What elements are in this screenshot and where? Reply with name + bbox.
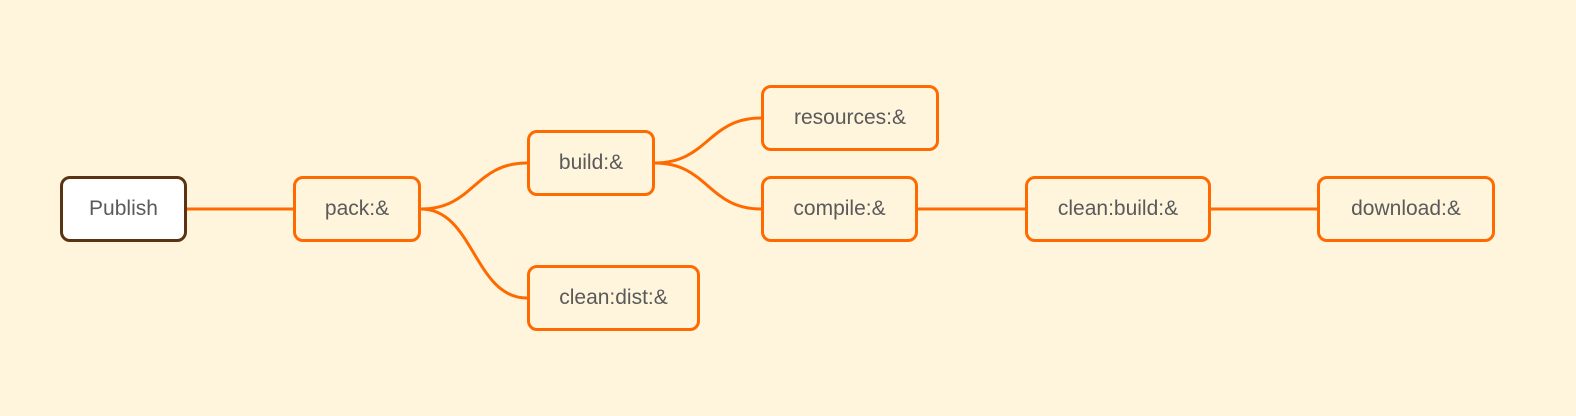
edge-build-to-compile xyxy=(654,161,762,211)
node-label: clean:dist:& xyxy=(559,286,668,309)
edge-pack-to-clean-dist xyxy=(420,207,528,300)
edge-pack-to-build xyxy=(420,161,528,211)
node-label: compile:& xyxy=(793,197,886,220)
node-label: resources:& xyxy=(793,106,907,129)
node-label: clean:build:& xyxy=(1057,197,1179,220)
node-build[interactable]: build:& xyxy=(527,130,655,196)
node-clean-build[interactable]: clean:build:& xyxy=(1025,176,1211,242)
node-label: Publish xyxy=(89,197,158,220)
edge-build-to-resources xyxy=(654,116,762,165)
node-label: pack:& xyxy=(324,197,390,220)
node-download[interactable]: download:& xyxy=(1317,176,1495,242)
node-clean-dist[interactable]: clean:dist:& xyxy=(527,265,700,331)
node-publish[interactable]: Publish xyxy=(60,176,187,242)
node-resources[interactable]: resources:& xyxy=(761,85,939,151)
node-label: download:& xyxy=(1351,197,1461,220)
node-label: build:& xyxy=(558,151,624,174)
node-pack[interactable]: pack:& xyxy=(293,176,421,242)
node-compile[interactable]: compile:& xyxy=(761,176,918,242)
